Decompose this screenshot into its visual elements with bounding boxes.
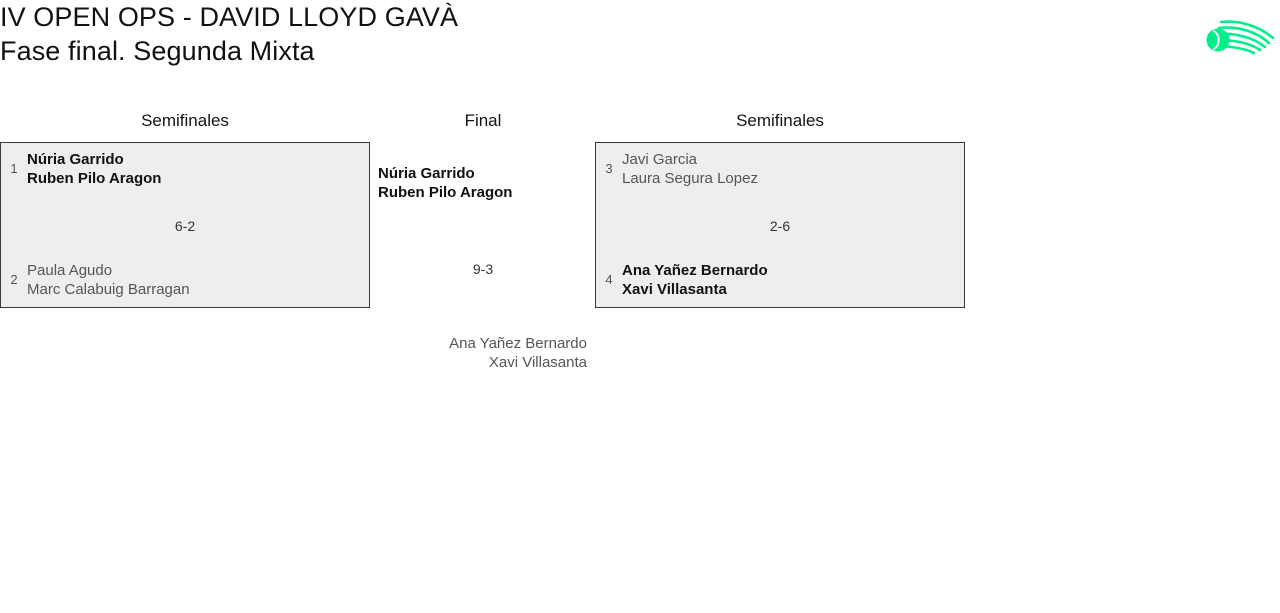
player-name: Laura Segura Lopez [622, 170, 758, 187]
seed-number: 4 [605, 272, 613, 287]
team-row[interactable]: 1 Núria Garrido Ruben Pilo Aragon [1, 150, 369, 188]
team-row[interactable]: 2 Paula Agudo Marc Calabuig Barragan [1, 261, 369, 299]
tournament-subtitle: Fase final. Segunda Mixta [0, 36, 315, 66]
match-score: 6-2 [174, 218, 196, 234]
column-header-semifinals-right: Semifinales [736, 111, 824, 130]
player-name: Ana Yañez Bernardo [449, 335, 587, 352]
tennis-ball-swoosh-logo [1201, 16, 1280, 64]
final-winner-team[interactable]: Núria Garrido Ruben Pilo Aragon [378, 164, 512, 202]
player-name: Xavi Villasanta [488, 354, 587, 371]
player-name: Xavi Villasanta [622, 281, 727, 298]
seed-number: 1 [10, 161, 18, 176]
player-name: Marc Calabuig Barragan [27, 281, 190, 298]
seed-number: 2 [10, 272, 18, 287]
final-runnerup-team[interactable]: Ana Yañez Bernardo Xavi Villasanta [370, 334, 587, 372]
match-semifinal-1[interactable]: 1 Núria Garrido Ruben Pilo Aragon 6-2 2 … [0, 142, 370, 308]
match-score: 2-6 [769, 218, 791, 234]
player-name: Ruben Pilo Aragon [378, 184, 513, 201]
column-header-final: Final [464, 111, 502, 130]
team-names: Núria Garrido Ruben Pilo Aragon [27, 150, 161, 188]
tournament-title: IV OPEN OPS - DAVID LLOYD GAVÀ [0, 2, 459, 32]
player-name: Núria Garrido [378, 165, 475, 182]
team-names: Paula Agudo Marc Calabuig Barragan [27, 261, 190, 299]
page-header: IV OPEN OPS - DAVID LLOYD GAVÀ Fase fina… [0, 0, 458, 68]
team-names: Ana Yañez Bernardo Xavi Villasanta [622, 261, 768, 299]
player-name: Núria Garrido [27, 151, 124, 168]
team-row[interactable]: 4 Ana Yañez Bernardo Xavi Villasanta [596, 261, 964, 299]
player-name: Javi Garcia [622, 151, 698, 168]
column-header-semifinals-left: Semifinales [141, 111, 229, 130]
player-name: Ruben Pilo Aragon [27, 170, 162, 187]
team-row[interactable]: 3 Javi Garcia Laura Segura Lopez [596, 150, 964, 188]
final-match-score: 9-3 [472, 261, 494, 277]
player-name: Ana Yañez Bernardo [622, 262, 768, 279]
team-names: Javi Garcia Laura Segura Lopez [622, 150, 758, 188]
seed-number: 3 [605, 161, 613, 176]
player-name: Paula Agudo [27, 262, 113, 279]
match-semifinal-2[interactable]: 3 Javi Garcia Laura Segura Lopez 2-6 4 A… [595, 142, 965, 308]
